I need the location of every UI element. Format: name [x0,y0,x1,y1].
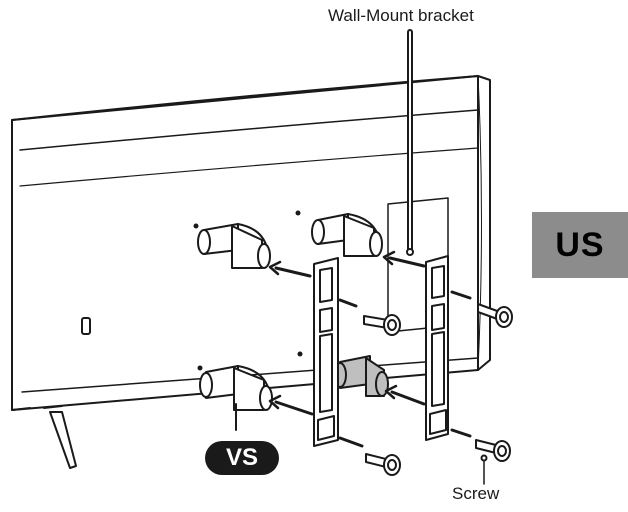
spacer-upper-middle [311,213,383,257]
bracket-left [313,257,339,447]
screw-label: Screw [452,484,500,503]
screw-lower-right [475,439,511,462]
arrows [268,250,472,448]
screw-leader [480,454,488,485]
region-tab-label: US [555,225,605,264]
vs-badge: VS [205,441,279,475]
screw-upper-left [363,314,401,336]
tv-leg [43,405,77,469]
region-tab: US [532,212,628,278]
screw-upper-right [477,303,513,328]
bracket-leader [406,29,414,256]
wall-mount-bracket-label: Wall-Mount bracket [328,6,474,25]
spacer-upper-left [197,223,271,269]
vs-badge-label: VS [225,444,258,471]
bracket-right [425,255,449,441]
panel-slot [81,317,91,335]
screw-lower-left [365,453,401,476]
spacer-lower-left [199,365,273,431]
mounting-holes [193,210,303,371]
